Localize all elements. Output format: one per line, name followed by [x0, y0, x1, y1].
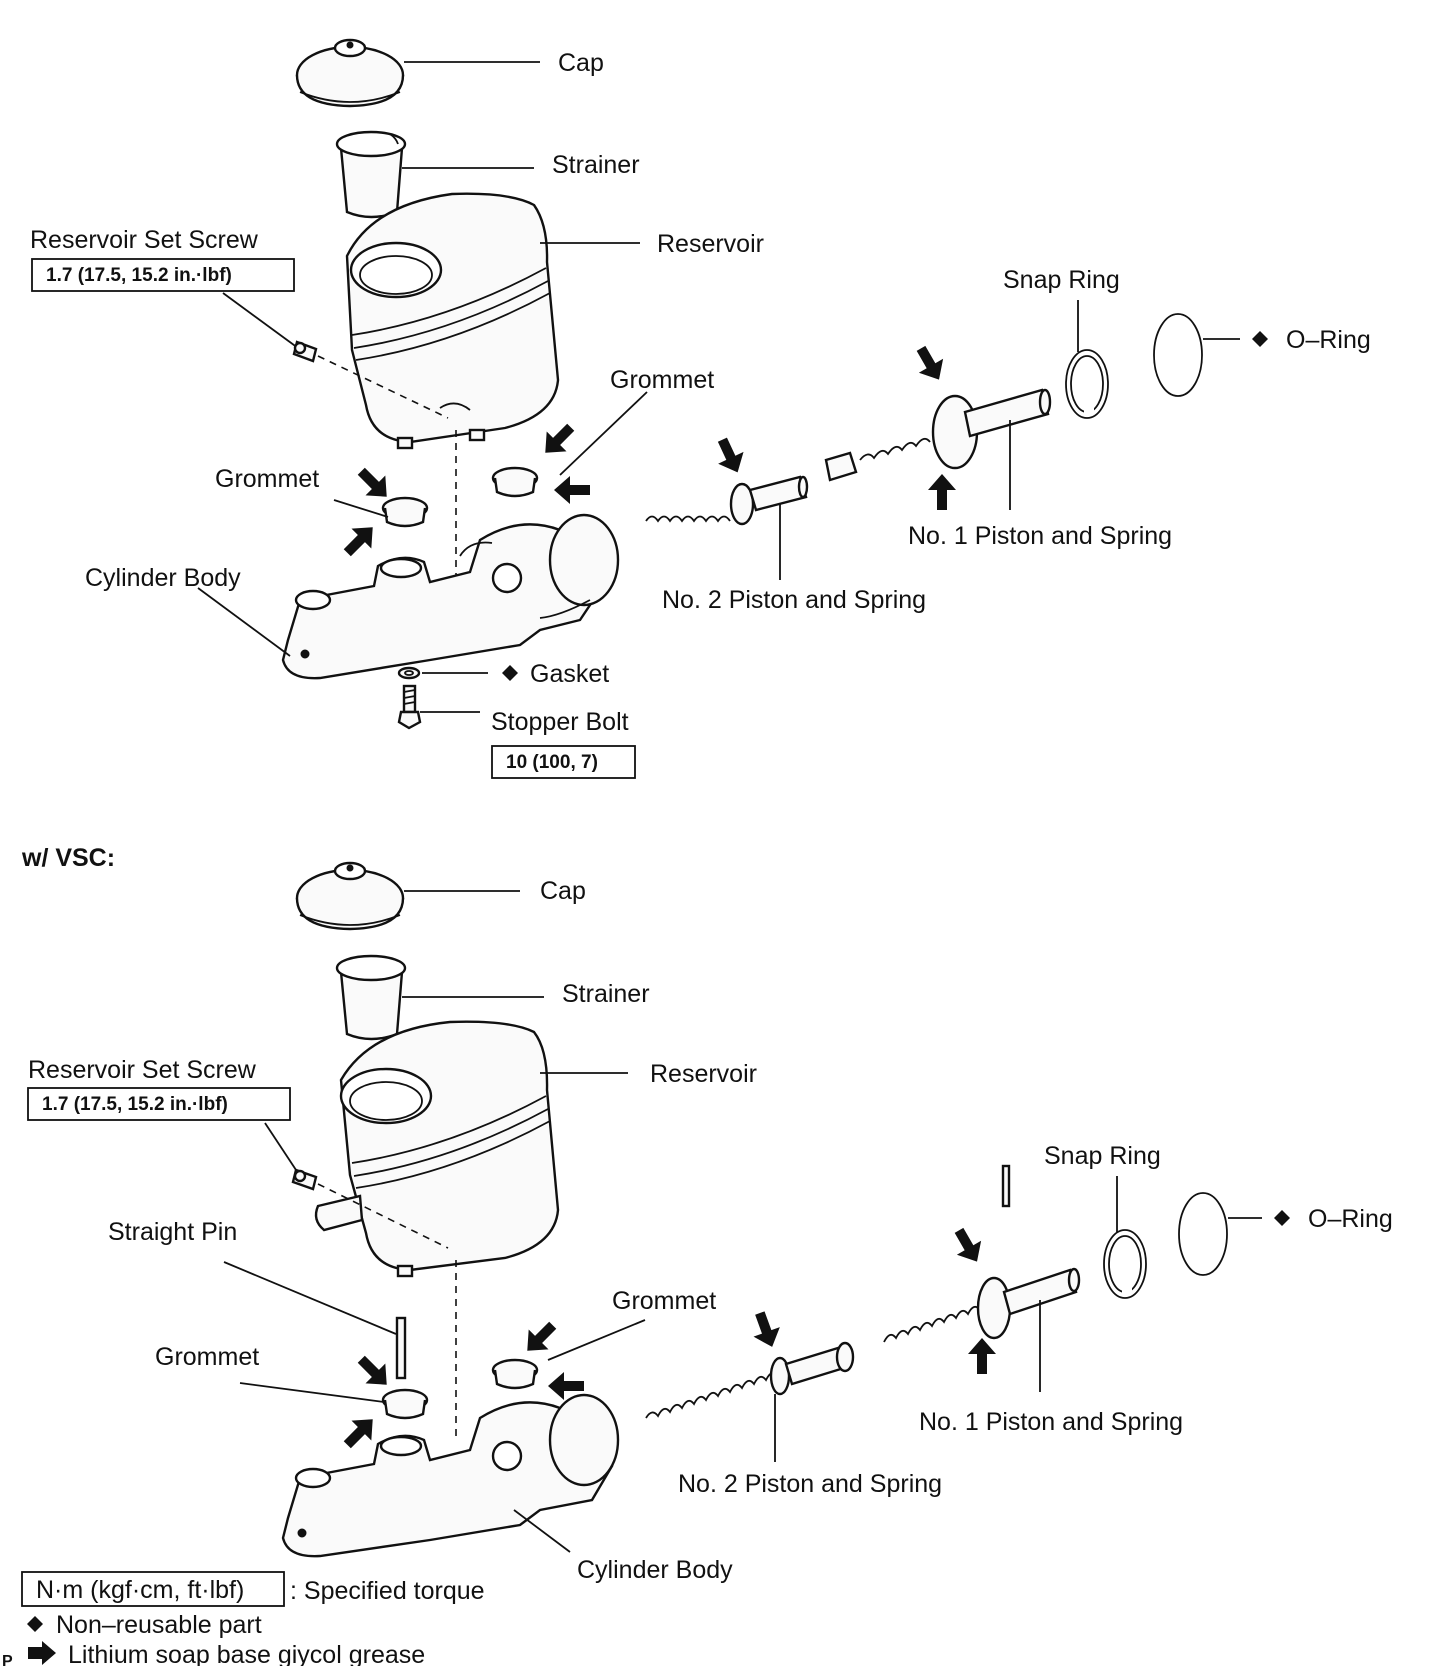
small-pin-part	[1001, 1164, 1011, 1208]
grease-arrow-icon	[968, 1338, 996, 1374]
no1-piston-part	[824, 388, 1052, 482]
o-ring-label: O–Ring	[1308, 1205, 1393, 1233]
straight-pin-part	[395, 1316, 407, 1380]
cap-part	[295, 861, 405, 931]
diamond-icon	[27, 1616, 43, 1632]
grommet-right-leader	[559, 391, 648, 476]
grease-arrow-icon	[746, 1308, 786, 1352]
cap-label: Cap	[540, 877, 586, 905]
non-reusable-label: Non–reusable part	[56, 1611, 262, 1639]
screw-torque-box	[27, 1087, 291, 1121]
snap-ring-part	[1065, 349, 1109, 419]
grease-arrow-icon	[517, 1315, 563, 1361]
cylinder-body-leader	[513, 1509, 571, 1553]
no1-piston-label: No. 1 Piston and Spring	[908, 522, 1172, 550]
straight-pin-leader	[223, 1261, 397, 1335]
grease-arrow-icon	[351, 1349, 397, 1395]
grommet-left-part	[381, 496, 429, 528]
o-ring-part	[1153, 313, 1203, 397]
grease-label: Lithium soap base giycol grease	[68, 1641, 425, 1666]
cylinder-body-part	[281, 513, 620, 680]
cap-part	[295, 38, 405, 108]
strainer-label: Strainer	[562, 980, 650, 1008]
bottom-diagram: w/ VSC: Cap Strainer	[21, 844, 1393, 1584]
snap-ring-part	[1103, 1229, 1147, 1299]
reservoir-label: Reservoir	[657, 230, 764, 258]
grease-arrow-icon	[554, 476, 590, 504]
screw-torque-box	[31, 258, 295, 292]
no1-piston-part	[883, 1267, 1081, 1343]
cylinder-body-part	[281, 1393, 620, 1558]
grease-arrow-icon	[908, 341, 952, 387]
screw-torque-value: 1.7 (17.5, 15.2 in.·lbf)	[46, 265, 232, 286]
reservoir-set-screw-label: Reservoir Set Screw	[30, 226, 259, 254]
grommet-left-label: Grommet	[155, 1343, 259, 1371]
stopper-bolt-part	[397, 684, 422, 730]
grease-arrow-icon	[946, 1223, 990, 1269]
cap-label: Cap	[558, 49, 604, 77]
cylinder-body-leader	[197, 587, 291, 657]
reservoir-set-screw-part	[291, 1168, 318, 1191]
no2-piston-part	[645, 475, 809, 526]
o-ring-label: O–Ring	[1286, 326, 1371, 354]
straight-pin-label: Straight Pin	[108, 1218, 237, 1246]
grommet-right-part	[491, 1358, 539, 1390]
grease-arrow-icon	[337, 1409, 383, 1455]
no1-piston-label: No. 1 Piston and Spring	[919, 1408, 1183, 1436]
torque-desc-label: : Specified torque	[290, 1577, 485, 1605]
screw-leader	[264, 1122, 301, 1177]
reservoir-part	[345, 192, 560, 450]
torque-unit-label: N·m (kgf·cm, ft·lbf)	[36, 1576, 244, 1604]
torque-unit-box	[21, 1571, 285, 1607]
strainer-label: Strainer	[552, 151, 640, 179]
corner-mark: P	[2, 1653, 13, 1666]
grommet-right-label: Grommet	[612, 1287, 716, 1315]
gasket-label: Gasket	[530, 660, 609, 688]
cylinder-body-label: Cylinder Body	[85, 564, 241, 592]
grease-arrow-icon	[535, 417, 581, 463]
grommet-right-part	[491, 466, 539, 498]
legend: N·m (kgf·cm, ft·lbf) : Specified torque …	[2, 1571, 485, 1666]
stopper-torque-box	[491, 745, 636, 779]
no2-piston-label: No. 2 Piston and Spring	[678, 1470, 942, 1498]
grommet-left-part	[381, 1388, 429, 1420]
screw-leader	[222, 292, 299, 349]
snap-ring-label: Snap Ring	[1003, 266, 1120, 294]
no2-piston-label: No. 2 Piston and Spring	[662, 586, 926, 614]
reservoir-set-screw-part	[292, 340, 318, 363]
reservoir-part	[314, 1020, 560, 1278]
screw-path-dashed	[317, 1183, 449, 1249]
snap-ring-label: Snap Ring	[1044, 1142, 1161, 1170]
o-ring-part	[1178, 1192, 1228, 1276]
diamond-icon	[1252, 331, 1268, 347]
grease-arrow-icon	[709, 433, 751, 479]
grommet-right-label: Grommet	[610, 366, 714, 394]
grease-arrow-icon	[28, 1641, 56, 1665]
cylinder-body-label: Cylinder Body	[577, 1556, 733, 1584]
grease-arrow-icon	[337, 517, 383, 563]
reservoir-set-screw-label: Reservoir Set Screw	[28, 1056, 257, 1084]
stopper-torque-value: 10 (100, 7)	[506, 752, 598, 773]
grommet-left-leader	[239, 1382, 385, 1403]
top-diagram: Cap Strainer Reservoir Reservoir Set Scr…	[30, 38, 1371, 779]
strainer-part	[335, 130, 407, 219]
screw-torque-value: 1.7 (17.5, 15.2 in.·lbf)	[42, 1094, 228, 1115]
strainer-part	[335, 954, 407, 1041]
grommet-right-leader	[547, 1319, 646, 1361]
gasket-part	[397, 666, 421, 680]
reservoir-label: Reservoir	[650, 1060, 757, 1088]
grommet-left-label: Grommet	[215, 465, 319, 493]
grease-arrow-icon	[928, 474, 956, 510]
no2-piston-part	[645, 1341, 855, 1419]
diamond-icon	[502, 665, 518, 681]
vsc-section-title: w/ VSC:	[21, 844, 115, 872]
grommet-left-leader	[333, 499, 389, 518]
diamond-icon	[1274, 1210, 1290, 1226]
stopper-bolt-label: Stopper Bolt	[491, 708, 629, 736]
screw-path-dashed	[317, 355, 449, 419]
